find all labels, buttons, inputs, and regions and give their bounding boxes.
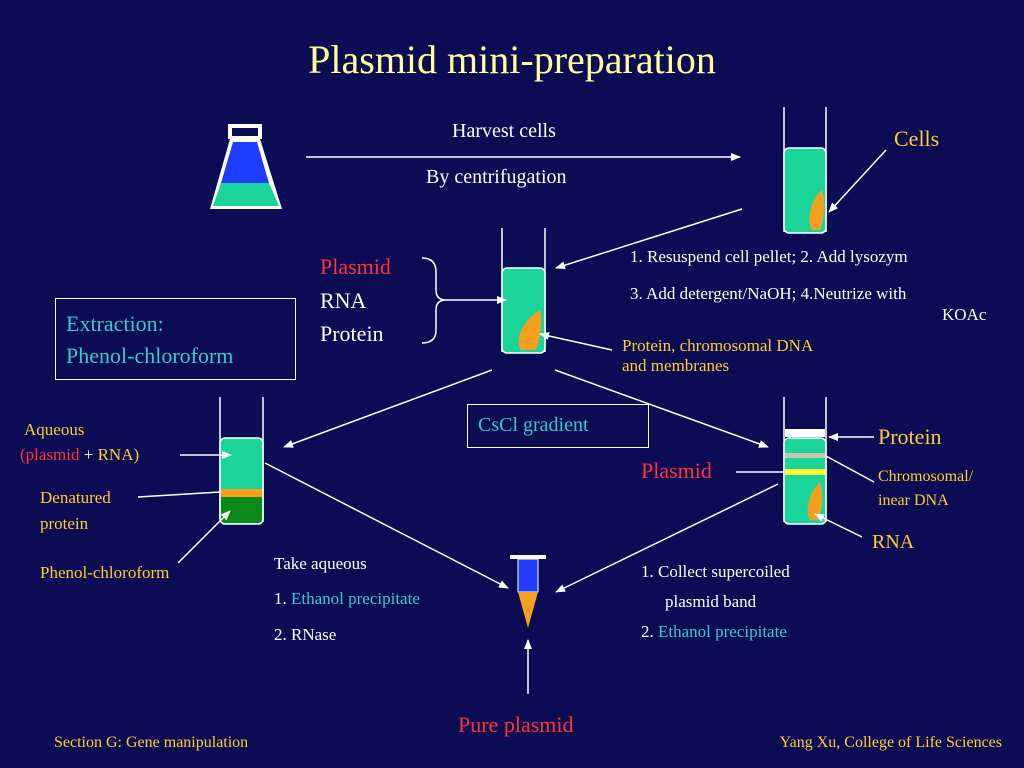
microtube-icon <box>510 555 546 628</box>
to-extraction-arrow <box>283 369 493 448</box>
pellet-label-1: Protein, chromosomal DNA <box>622 336 814 355</box>
left-step-1: 1. Ethanol precipitate <box>274 589 420 609</box>
cells-pointer <box>828 149 887 213</box>
supernatant-plasmid: Plasmid <box>320 254 391 279</box>
aqueous-to-final-arrow <box>264 462 509 589</box>
aqueous-detail-plasmid: (plasmid <box>20 445 80 464</box>
cscl-gradient-tube-icon <box>783 397 827 525</box>
gradient-plasmid-label: Plasmid <box>641 458 712 483</box>
lysate-tube-icon <box>501 228 546 354</box>
culture-flask-icon <box>210 124 282 209</box>
harvest-label: Harvest cells <box>452 120 556 142</box>
extraction-method: Phenol-chloroform <box>66 343 234 368</box>
lysis-step-2-cont: KOAc <box>942 305 987 324</box>
footer-section: Section G: Gene manipulation <box>54 734 249 751</box>
denatured-pointer <box>137 491 221 498</box>
lysis-step-1: 1. Resuspend cell pellet; 2. Add lysozym <box>630 247 908 266</box>
phenol-label: Phenol-chloroform <box>40 563 170 582</box>
right-step-2-number: 2. <box>641 622 654 641</box>
cells-label: Cells <box>894 126 940 151</box>
aqueous-label: Aqueous <box>24 420 85 439</box>
supernatant-bracket <box>421 257 447 344</box>
pellet-pointer <box>539 332 613 351</box>
cscl-label: CsCl gradient <box>478 414 589 436</box>
right-step-1a: 1. Collect supercoiled <box>641 562 790 581</box>
to-gradient-arrow <box>554 369 769 448</box>
right-step-2-text: Ethanol precipitate <box>658 622 787 641</box>
cscl-box: CsCl gradient <box>467 404 649 448</box>
pure-plasmid-label: Pure plasmid <box>458 712 574 737</box>
lysis-arrow <box>555 208 743 270</box>
aqueous-detail-plus: + <box>83 445 94 464</box>
denatured-label-2: protein <box>40 514 89 533</box>
chromosomal-label-2: inear DNA <box>878 492 949 509</box>
chromosomal-label-1: Chromosomal/ <box>878 468 974 485</box>
gradient-protein-label: Protein <box>878 424 942 449</box>
extraction-box: Extraction: Phenol-chloroform <box>55 298 296 380</box>
extraction-title: Extraction: <box>66 311 164 336</box>
take-aqueous-label: Take aqueous <box>274 554 367 573</box>
page-title: Plasmid mini-preparation <box>308 37 716 82</box>
centrifugation-label: By centrifugation <box>426 166 567 188</box>
supernatant-rna: RNA <box>320 288 367 313</box>
aqueous-detail: (plasmid + RNA) <box>20 445 139 465</box>
left-step-1-text: Ethanol precipitate <box>291 589 420 608</box>
aqueous-detail-rna: RNA) <box>97 445 140 464</box>
left-step-1-number: 1. <box>274 589 287 608</box>
footer-author: Yang Xu, College of Life Sciences <box>779 734 1002 751</box>
rna-pointer <box>814 513 863 538</box>
phenol-extraction-tube-icon <box>219 397 264 525</box>
lysis-step-2: 3. Add detergent/NaOH; 4.Neutrize with <box>630 284 907 303</box>
left-step-2: 2. RNase <box>274 625 337 644</box>
band-to-final-arrow <box>555 483 779 593</box>
chromosomal-pointer <box>825 455 875 483</box>
supernatant-protein: Protein <box>320 321 384 346</box>
phenol-pointer <box>177 510 231 564</box>
gradient-rna-label: RNA <box>872 531 915 553</box>
right-step-2: 2. Ethanol precipitate <box>641 622 787 642</box>
right-step-1b: plasmid band <box>665 592 757 611</box>
denatured-label-1: Denatured <box>40 488 111 507</box>
cell-pellet-tube-icon <box>783 107 827 234</box>
pellet-label-2: and membranes <box>622 356 730 375</box>
